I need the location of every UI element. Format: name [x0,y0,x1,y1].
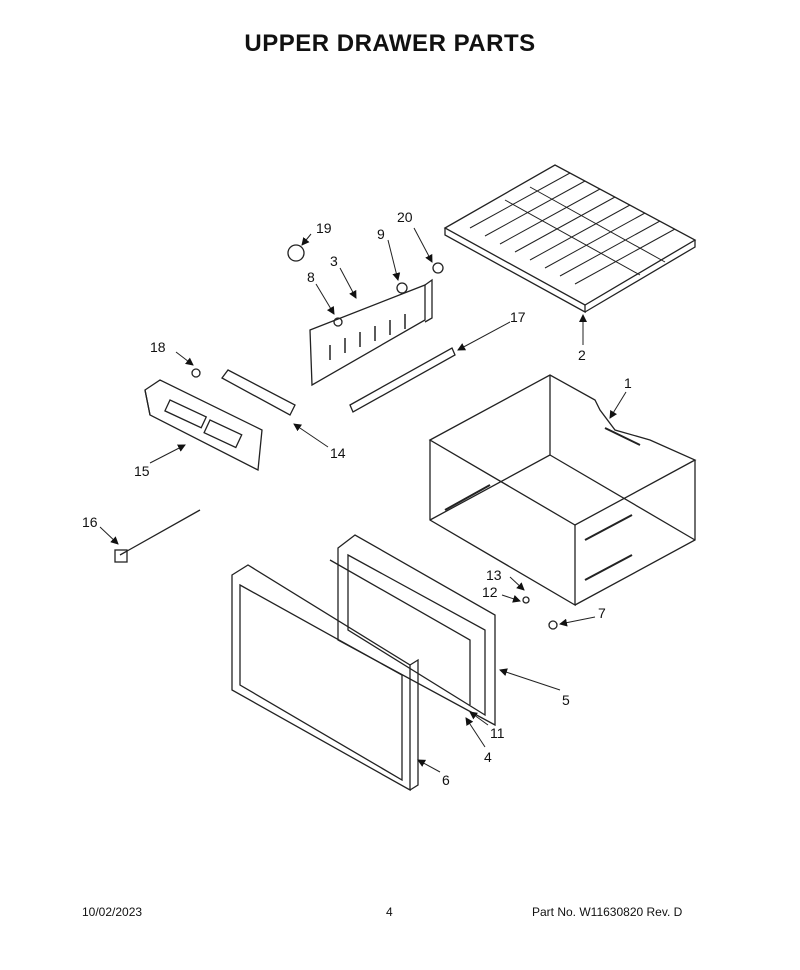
callout-14: 14 [330,445,346,461]
part-wire-harness [114,509,201,563]
part-bracket-plate [309,278,433,387]
leader-lines [99,227,627,773]
callout-11: 11 [490,725,505,741]
footer-part-number: Part No. W11630820 Rev. D [532,905,683,919]
callout-4: 4 [484,749,492,765]
part-housing [144,379,263,472]
callout-labels: 1 2 3 4 5 6 7 8 9 11 12 13 14 15 16 17 1… [82,209,632,788]
callout-6: 6 [442,772,450,788]
part-shelf-grille [443,164,697,314]
callout-13: 13 [486,567,502,583]
callout-12: 12 [482,584,498,600]
footer-page-number: 4 [386,905,393,919]
callout-5: 5 [562,692,570,708]
callout-8: 8 [307,269,315,285]
page-title: UPPER DRAWER PARTS [244,30,536,57]
part-drawer-front [231,564,419,792]
part-rail [349,347,456,413]
callout-2: 2 [578,347,586,363]
part-strip [221,369,296,416]
callout-20: 20 [397,209,413,225]
callout-19: 19 [316,220,332,236]
callout-3: 3 [330,253,338,269]
part-fasteners [191,244,558,630]
footer-date: 10/02/2023 [82,905,143,919]
callout-16: 16 [82,514,98,530]
part-seal [329,559,471,705]
callout-17: 17 [510,309,526,325]
callout-15: 15 [134,463,150,479]
callout-7: 7 [598,605,606,621]
callout-1: 1 [624,375,632,391]
callout-9: 9 [377,226,385,242]
callout-18: 18 [150,339,166,355]
part-gasket [337,534,496,727]
part-drawer-bin [428,374,697,607]
